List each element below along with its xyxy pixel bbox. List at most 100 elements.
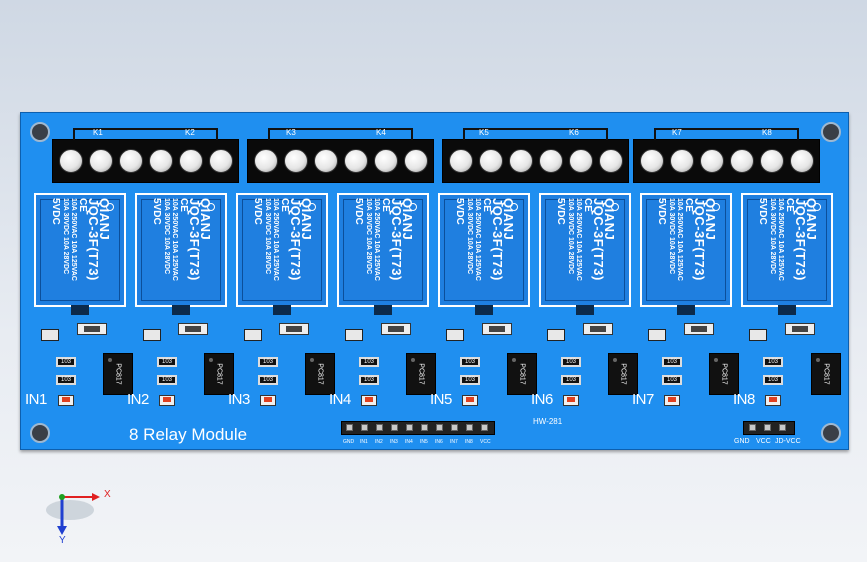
- relay-2: QIANJ JQC-3F(T73) CE 10A 250VAC 10A 125V…: [135, 193, 227, 315]
- resistor: 103: [662, 357, 682, 367]
- screw-terminal[interactable]: [254, 149, 278, 173]
- resistor: 103: [359, 357, 379, 367]
- header-pin[interactable]: [764, 424, 771, 431]
- terminal-label-k2: K2: [185, 128, 195, 137]
- screw-terminal[interactable]: [509, 149, 533, 173]
- screw-terminal[interactable]: [730, 149, 754, 173]
- header-pin[interactable]: [406, 424, 413, 431]
- axis-x-label: X: [104, 489, 111, 500]
- screw-terminal[interactable]: [569, 149, 593, 173]
- pin1-dot: [411, 358, 415, 362]
- header-pin[interactable]: [361, 424, 368, 431]
- relay-outline: [343, 199, 423, 301]
- screw-terminal[interactable]: [640, 149, 664, 173]
- transistor-8: [749, 329, 767, 341]
- resistor: 103: [56, 375, 76, 385]
- indicator-led-5: [462, 395, 478, 406]
- mounting-hole-bottom-left: [30, 423, 50, 443]
- terminal-label-k3: K3: [286, 128, 296, 137]
- relay-pin1-dot: [611, 203, 619, 211]
- resistor: 103: [460, 375, 480, 385]
- screw-terminal[interactable]: [209, 149, 233, 173]
- relay-base-stub: [172, 305, 190, 315]
- header-pin[interactable]: [749, 424, 756, 431]
- relay-5: QIANJ JQC-3F(T73) CE 10A 250VAC 10A 125V…: [438, 193, 530, 315]
- terminal-label-k8: K8: [762, 128, 772, 137]
- flyback-diode-7: [684, 323, 714, 335]
- input-label-in2: IN2: [127, 391, 149, 408]
- flyback-diode-8: [785, 323, 815, 335]
- terminal-label-k1: K1: [93, 128, 103, 137]
- screw-terminal[interactable]: [89, 149, 113, 173]
- header-pin[interactable]: [391, 424, 398, 431]
- relay-outline: [40, 199, 120, 301]
- screw-terminal[interactable]: [479, 149, 503, 173]
- screw-terminal[interactable]: [670, 149, 694, 173]
- relay-pin1-dot: [308, 203, 316, 211]
- optocoupler-4: PC817: [406, 353, 436, 395]
- relay-pin1-dot: [207, 203, 215, 211]
- screw-terminal[interactable]: [700, 149, 724, 173]
- header-pin[interactable]: [346, 424, 353, 431]
- screw-terminal[interactable]: [790, 149, 814, 173]
- screw-terminal[interactable]: [59, 149, 83, 173]
- pin1-dot: [512, 358, 516, 362]
- relay-6: QIANJ JQC-3F(T73) CE 10A 250VAC 10A 125V…: [539, 193, 631, 315]
- screw-terminal[interactable]: [149, 149, 173, 173]
- screw-terminal[interactable]: [344, 149, 368, 173]
- resistor: 103: [157, 357, 177, 367]
- screw-terminal[interactable]: [374, 149, 398, 173]
- screw-terminal[interactable]: [119, 149, 143, 173]
- screw-terminal[interactable]: [314, 149, 338, 173]
- header-pin[interactable]: [421, 424, 428, 431]
- board-title: 8 Relay Module: [129, 425, 248, 444]
- header-pin[interactable]: [779, 424, 786, 431]
- indicator-led-2: [159, 395, 175, 406]
- power-pin-label-gnd: GND: [734, 438, 750, 445]
- screw-terminal[interactable]: [539, 149, 563, 173]
- screw-terminal[interactable]: [760, 149, 784, 173]
- screw-terminal[interactable]: [449, 149, 473, 173]
- relay-pin1-dot: [712, 203, 720, 211]
- header-pin-label-gnd: GND: [343, 439, 355, 445]
- resistor: 103: [157, 375, 177, 385]
- flyback-diode-3: [279, 323, 309, 335]
- screw-terminal[interactable]: [404, 149, 428, 173]
- optocoupler-1: PC817: [103, 353, 133, 395]
- terminal-block-1: K1 K2: [52, 128, 239, 183]
- header-pin-label-in2: IN2: [375, 439, 383, 445]
- header-pin[interactable]: [436, 424, 443, 431]
- relay-outline: [545, 199, 625, 301]
- indicator-led-1: [58, 395, 74, 406]
- terminal-block-cap: [73, 128, 218, 140]
- input-label-in6: IN6: [531, 391, 553, 408]
- transistor-6: [547, 329, 565, 341]
- header-pin-label-in8: IN8: [465, 439, 473, 445]
- optocoupler-3: PC817: [305, 353, 335, 395]
- optocoupler-7: PC817: [709, 353, 739, 395]
- relay-3: QIANJ JQC-3F(T73) CE 10A 250VAC 10A 125V…: [236, 193, 328, 315]
- screw-terminal[interactable]: [179, 149, 203, 173]
- mounting-hole-top-right: [821, 122, 841, 142]
- header-pin-label-vcc: VCC: [480, 439, 491, 445]
- relay-4: QIANJ JQC-3F(T73) CE 10A 250VAC 10A 125V…: [337, 193, 429, 315]
- screw-terminal[interactable]: [284, 149, 308, 173]
- header-pin[interactable]: [466, 424, 473, 431]
- relay-8: QIANJ JQC-3F(T73) CE 10A 250VAC 10A 125V…: [741, 193, 833, 315]
- header-pin-label-in4: IN4: [405, 439, 413, 445]
- terminal-label-k6: K6: [569, 128, 579, 137]
- transistor-4: [345, 329, 363, 341]
- optocoupler-2: PC817: [204, 353, 234, 395]
- pin1-dot: [310, 358, 314, 362]
- header-pin[interactable]: [376, 424, 383, 431]
- pin1-dot: [714, 358, 718, 362]
- input-pin-header: [341, 421, 495, 435]
- mounting-hole-bottom-right: [821, 423, 841, 443]
- relay-base-stub: [475, 305, 493, 315]
- relay-base-stub: [273, 305, 291, 315]
- screw-terminal[interactable]: [599, 149, 623, 173]
- relay-pin1-dot: [106, 203, 114, 211]
- header-pin[interactable]: [481, 424, 488, 431]
- header-pin[interactable]: [451, 424, 458, 431]
